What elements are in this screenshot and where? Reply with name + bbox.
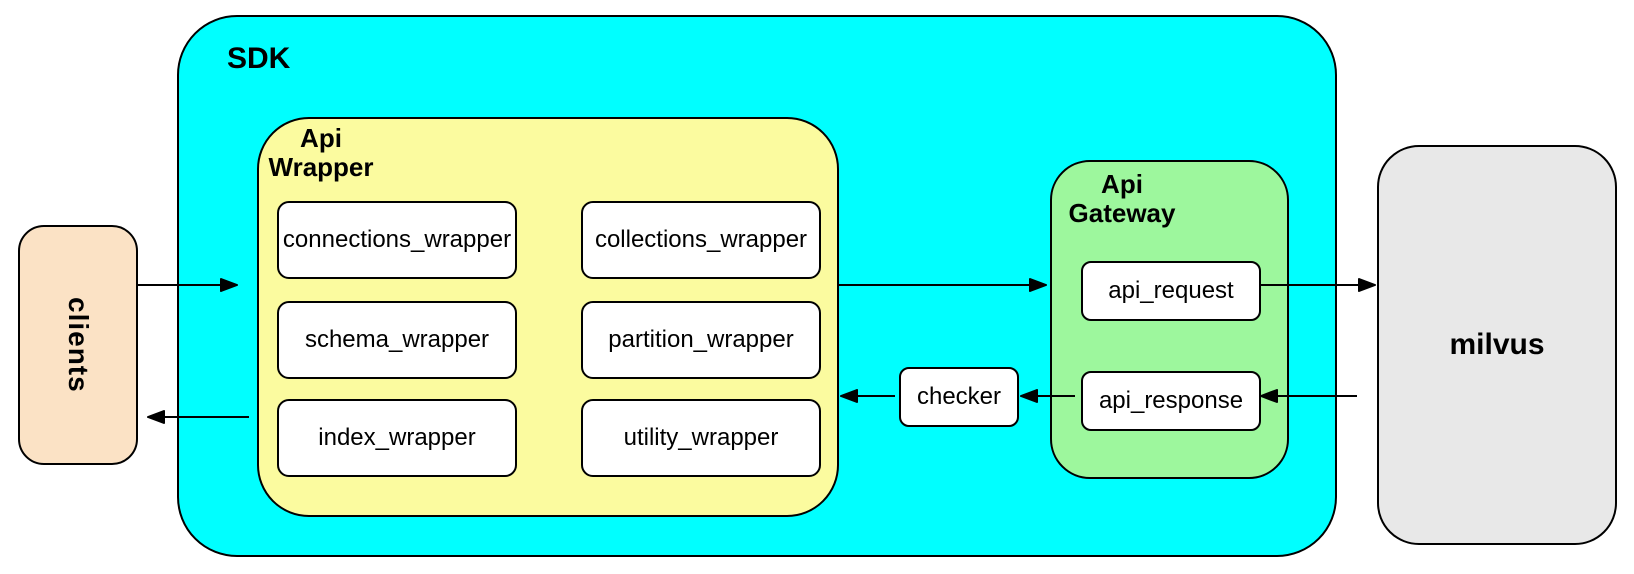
node-connections-wrapper-label: connections_wrapper <box>282 226 512 253</box>
api-gateway-label-line1: Api <box>1101 169 1143 199</box>
node-partition-wrapper: partition_wrapper <box>581 301 821 379</box>
node-api-request: api_request <box>1081 261 1261 321</box>
node-checker-label: checker <box>916 383 1002 410</box>
node-connections-wrapper: connections_wrapper <box>277 201 517 279</box>
api-wrapper-label-line1: Api <box>300 123 342 153</box>
api-gateway-label: Api Gateway <box>1066 169 1178 229</box>
node-schema-wrapper-label: schema_wrapper <box>304 326 490 353</box>
milvus-label: milvus <box>1449 328 1545 361</box>
api-wrapper-box: Api Wrapper connections_wrapper collecti… <box>257 117 839 517</box>
node-utility-wrapper-label: utility_wrapper <box>623 424 779 451</box>
api-wrapper-label-line2: Wrapper <box>268 152 374 183</box>
sdk-label: SDK <box>227 42 291 75</box>
node-api-response: api_response <box>1081 371 1261 431</box>
node-api-request-label: api_request <box>1108 277 1234 304</box>
node-collections-wrapper-label: collections_wrapper <box>594 226 808 253</box>
api-gateway-box: Api Gateway api_request api_response <box>1050 160 1289 479</box>
node-index-wrapper: index_wrapper <box>277 399 517 477</box>
milvus-box: milvus <box>1377 145 1617 545</box>
node-collections-wrapper: collections_wrapper <box>581 201 821 279</box>
node-utility-wrapper: utility_wrapper <box>581 399 821 477</box>
node-partition-wrapper-label: partition_wrapper <box>608 326 794 353</box>
clients-box: clients <box>18 225 138 465</box>
sdk-box: SDK Api Wrapper connections_wrapper coll… <box>177 15 1337 557</box>
node-schema-wrapper: schema_wrapper <box>277 301 517 379</box>
node-api-response-label: api_response <box>1098 387 1244 414</box>
api-gateway-label-line2: Gateway <box>1068 198 1176 229</box>
api-wrapper-label: Api Wrapper <box>263 123 379 183</box>
node-checker: checker <box>899 367 1019 427</box>
clients-label: clients <box>63 297 94 393</box>
node-index-wrapper-label: index_wrapper <box>318 424 476 451</box>
